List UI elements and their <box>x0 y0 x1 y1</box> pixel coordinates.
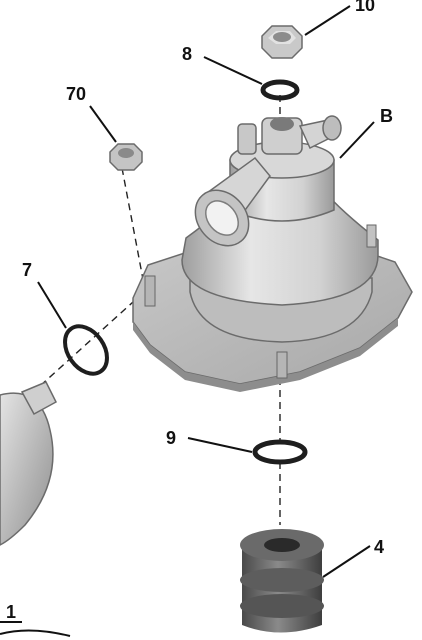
seal-ring-part-8 <box>260 79 300 101</box>
callout-b: B <box>380 106 393 126</box>
sphere-partial <box>0 381 57 546</box>
housing-part-b <box>132 115 413 392</box>
callout-7: 7 <box>22 260 32 280</box>
leader-lines <box>37 5 375 578</box>
callout-labels: 10 8 B 70 7 9 4 1 <box>6 0 393 622</box>
part-1-underline <box>0 621 71 637</box>
nut-part-70 <box>109 143 143 171</box>
o-ring-part-7 <box>63 324 109 376</box>
callout-9: 9 <box>166 428 176 448</box>
callout-70: 70 <box>66 84 86 104</box>
nut-part-10 <box>261 25 303 59</box>
callout-1: 1 <box>6 602 16 622</box>
seal-ring-part-9 <box>252 439 308 465</box>
bump-stop-part-4 <box>240 529 324 633</box>
callout-4: 4 <box>374 537 384 557</box>
callout-10: 10 <box>355 0 375 15</box>
callout-8: 8 <box>182 44 192 64</box>
